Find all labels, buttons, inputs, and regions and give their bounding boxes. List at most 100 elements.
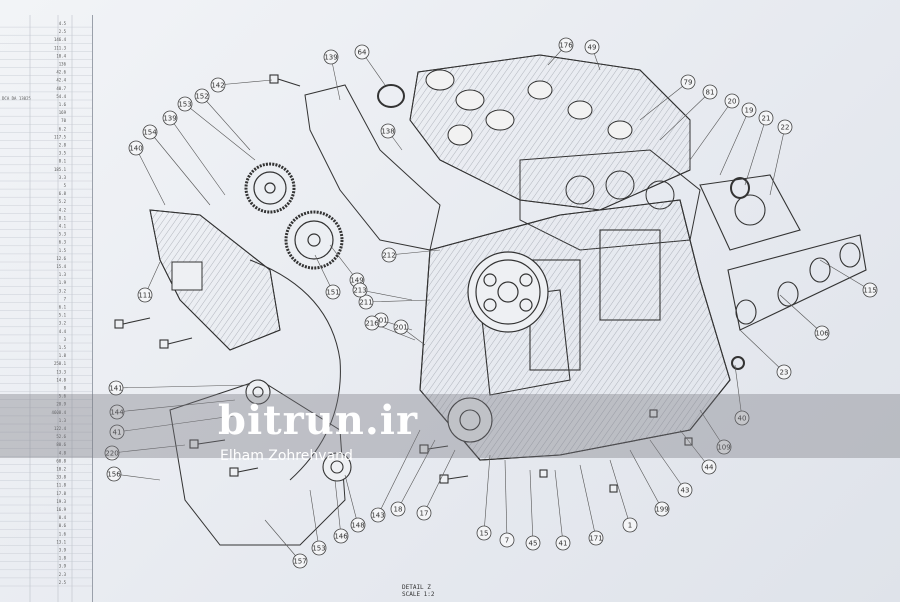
parts-table-cell: 1.5 — [59, 248, 67, 253]
parts-table-cell: 1.6 — [59, 531, 67, 536]
callout-leader-line — [115, 384, 251, 389]
callout-label-64: 64 — [358, 49, 367, 57]
callout-circle — [142, 124, 158, 140]
callout-label-142: 142 — [211, 82, 224, 90]
callout-circle — [108, 380, 124, 396]
parts-table-cell: 33.8 — [56, 475, 66, 480]
callout-label-15: 15 — [480, 530, 489, 538]
callout-circle — [741, 102, 757, 118]
parts-table-cell: 13.1 — [56, 539, 66, 544]
parts-table-cell: 6.2 — [59, 126, 67, 131]
callout-leader-line — [609, 459, 631, 526]
callout-label-157: 157 — [293, 558, 306, 566]
callout-circle — [370, 507, 386, 523]
detail-scale: SCALE 1:2 — [402, 591, 435, 598]
callout-circle — [352, 282, 368, 298]
callout-label-212: 212 — [382, 252, 395, 260]
callout-leader-line — [309, 489, 320, 549]
parts-table-cell: 17.8 — [56, 491, 66, 496]
parts-table-cell: 54.4 — [56, 94, 66, 99]
callout-leader-line — [344, 474, 359, 526]
parts-table-cell: 3.9 — [59, 548, 67, 553]
callout-circle — [104, 445, 120, 461]
callout-circle — [137, 287, 153, 303]
callout-label-201: 201 — [394, 324, 407, 332]
parts-table-cell: 42.4 — [56, 78, 66, 83]
parts-table-cell: 6.1 — [59, 305, 67, 310]
callout-label-20: 20 — [728, 98, 737, 106]
callout-circle — [499, 532, 515, 548]
callout-label-109: 109 — [717, 444, 730, 452]
parts-table-cell: 5.6 — [59, 394, 67, 399]
callout-label-144: 144 — [110, 409, 124, 417]
callout-leader-line — [739, 329, 785, 373]
crankshaft-pulley-icon — [467, 251, 549, 333]
parts-table-cell: 4.5 — [59, 21, 67, 26]
callout-label-220: 220 — [105, 450, 118, 458]
callout-circle — [476, 525, 492, 541]
callout-label-81: 81 — [706, 89, 715, 97]
callout-leader-line — [116, 414, 241, 433]
callout-label-21: 21 — [762, 115, 771, 123]
callout-circle — [558, 37, 574, 53]
parts-table-cell: 6.3 — [59, 240, 67, 245]
callout-leader-line — [504, 459, 508, 541]
parts-table-cell: 258.1 — [54, 361, 67, 366]
callout-label-49: 49 — [588, 44, 597, 52]
callout-label-41: 41 — [113, 429, 122, 437]
callout-circle — [364, 315, 380, 331]
callout-leader-line — [679, 429, 710, 468]
callout-circle — [680, 74, 696, 90]
callout-leader-line — [554, 469, 564, 544]
camshaft-sprocket-icon — [244, 162, 344, 270]
callout-circle — [525, 535, 541, 551]
callout-leader-line — [689, 100, 733, 161]
callout-circle — [325, 284, 341, 300]
parts-table-cell: 70 — [61, 118, 66, 123]
callout-label-19: 19 — [745, 107, 754, 115]
parts-table-cell: 12.6 — [56, 256, 66, 261]
callout-circle — [354, 44, 370, 60]
watermark-credit: Elham Zohrehvand — [220, 448, 353, 464]
callout-leader-line — [149, 131, 211, 206]
parts-table-cell: 5.2 — [59, 199, 67, 204]
callout-leader-line — [365, 299, 431, 303]
callout-label-146: 146 — [334, 533, 348, 541]
callout-leader-line — [579, 464, 597, 539]
callout-label-149: 149 — [350, 277, 363, 285]
callout-label-22: 22 — [781, 124, 790, 132]
callout-label-139: 139 — [324, 54, 337, 62]
callout-circle — [702, 84, 718, 100]
callout-leader-line — [397, 439, 436, 510]
engine-mount-bracket-icon — [149, 209, 281, 351]
watermark-band — [0, 394, 900, 458]
callout-label-143: 143 — [371, 512, 384, 520]
callout-label-176: 176 — [559, 42, 573, 50]
parts-table-cell: 10.2 — [56, 467, 66, 472]
parts-table-cell: 40.7 — [56, 86, 66, 91]
bolt-icon — [114, 74, 693, 493]
parts-table-cell: 11.8 — [56, 483, 66, 488]
callout-label-1: 1 — [628, 522, 632, 530]
callout-leader-line — [423, 449, 456, 514]
callout-label-141: 141 — [109, 385, 122, 393]
parts-table-cell: 5.3 — [59, 232, 67, 237]
callout-circle — [776, 364, 792, 380]
callout-circle — [380, 123, 396, 139]
detail-label: DETAIL Z — [402, 584, 431, 591]
callout-circle — [109, 424, 125, 440]
callout-circle — [323, 49, 339, 65]
callout-circle — [128, 140, 144, 156]
parts-table-cell: 3.2 — [59, 288, 67, 293]
cylinder-head-icon — [409, 54, 691, 211]
callout-label-17: 17 — [420, 510, 429, 518]
callout-circle — [162, 110, 178, 126]
parts-table-cell: 10.4 — [56, 53, 66, 58]
callout-leader-line — [116, 399, 236, 413]
callout-circle — [390, 501, 406, 517]
callout-leader-line — [734, 364, 743, 419]
parts-table-cell: 8.1 — [59, 159, 67, 164]
callout-leader-line — [169, 117, 226, 196]
